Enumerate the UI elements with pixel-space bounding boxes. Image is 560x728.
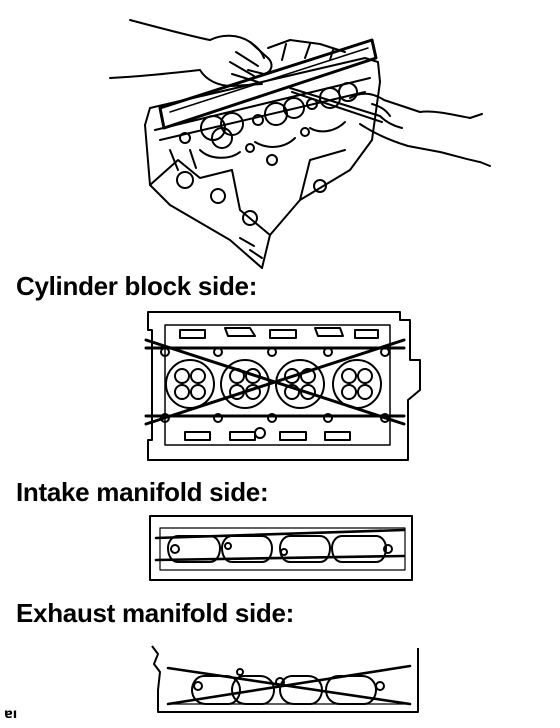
left-hand-icon — [110, 20, 271, 86]
intake-manifold-side-diagram — [0, 0, 560, 600]
exhaust-measurement-lines — [168, 666, 410, 704]
cylinder-block-side-diagram — [0, 0, 560, 470]
cylinder-head-straightedge-illustration — [0, 0, 560, 270]
right-hand-icon — [290, 88, 490, 166]
straightedge-icon — [160, 40, 376, 128]
intake-measurement-lines — [156, 530, 404, 560]
corner-figure-mark: ɐı — [4, 707, 18, 722]
cylinder-block-measurement-lines — [146, 340, 404, 424]
exhaust-manifold-side-label: Exhaust manifold side: — [16, 598, 295, 628]
intake-manifold-side-label: Intake manifold side: — [16, 477, 269, 507]
cylinder-block-side-label: Cylinder block side: — [16, 271, 258, 301]
